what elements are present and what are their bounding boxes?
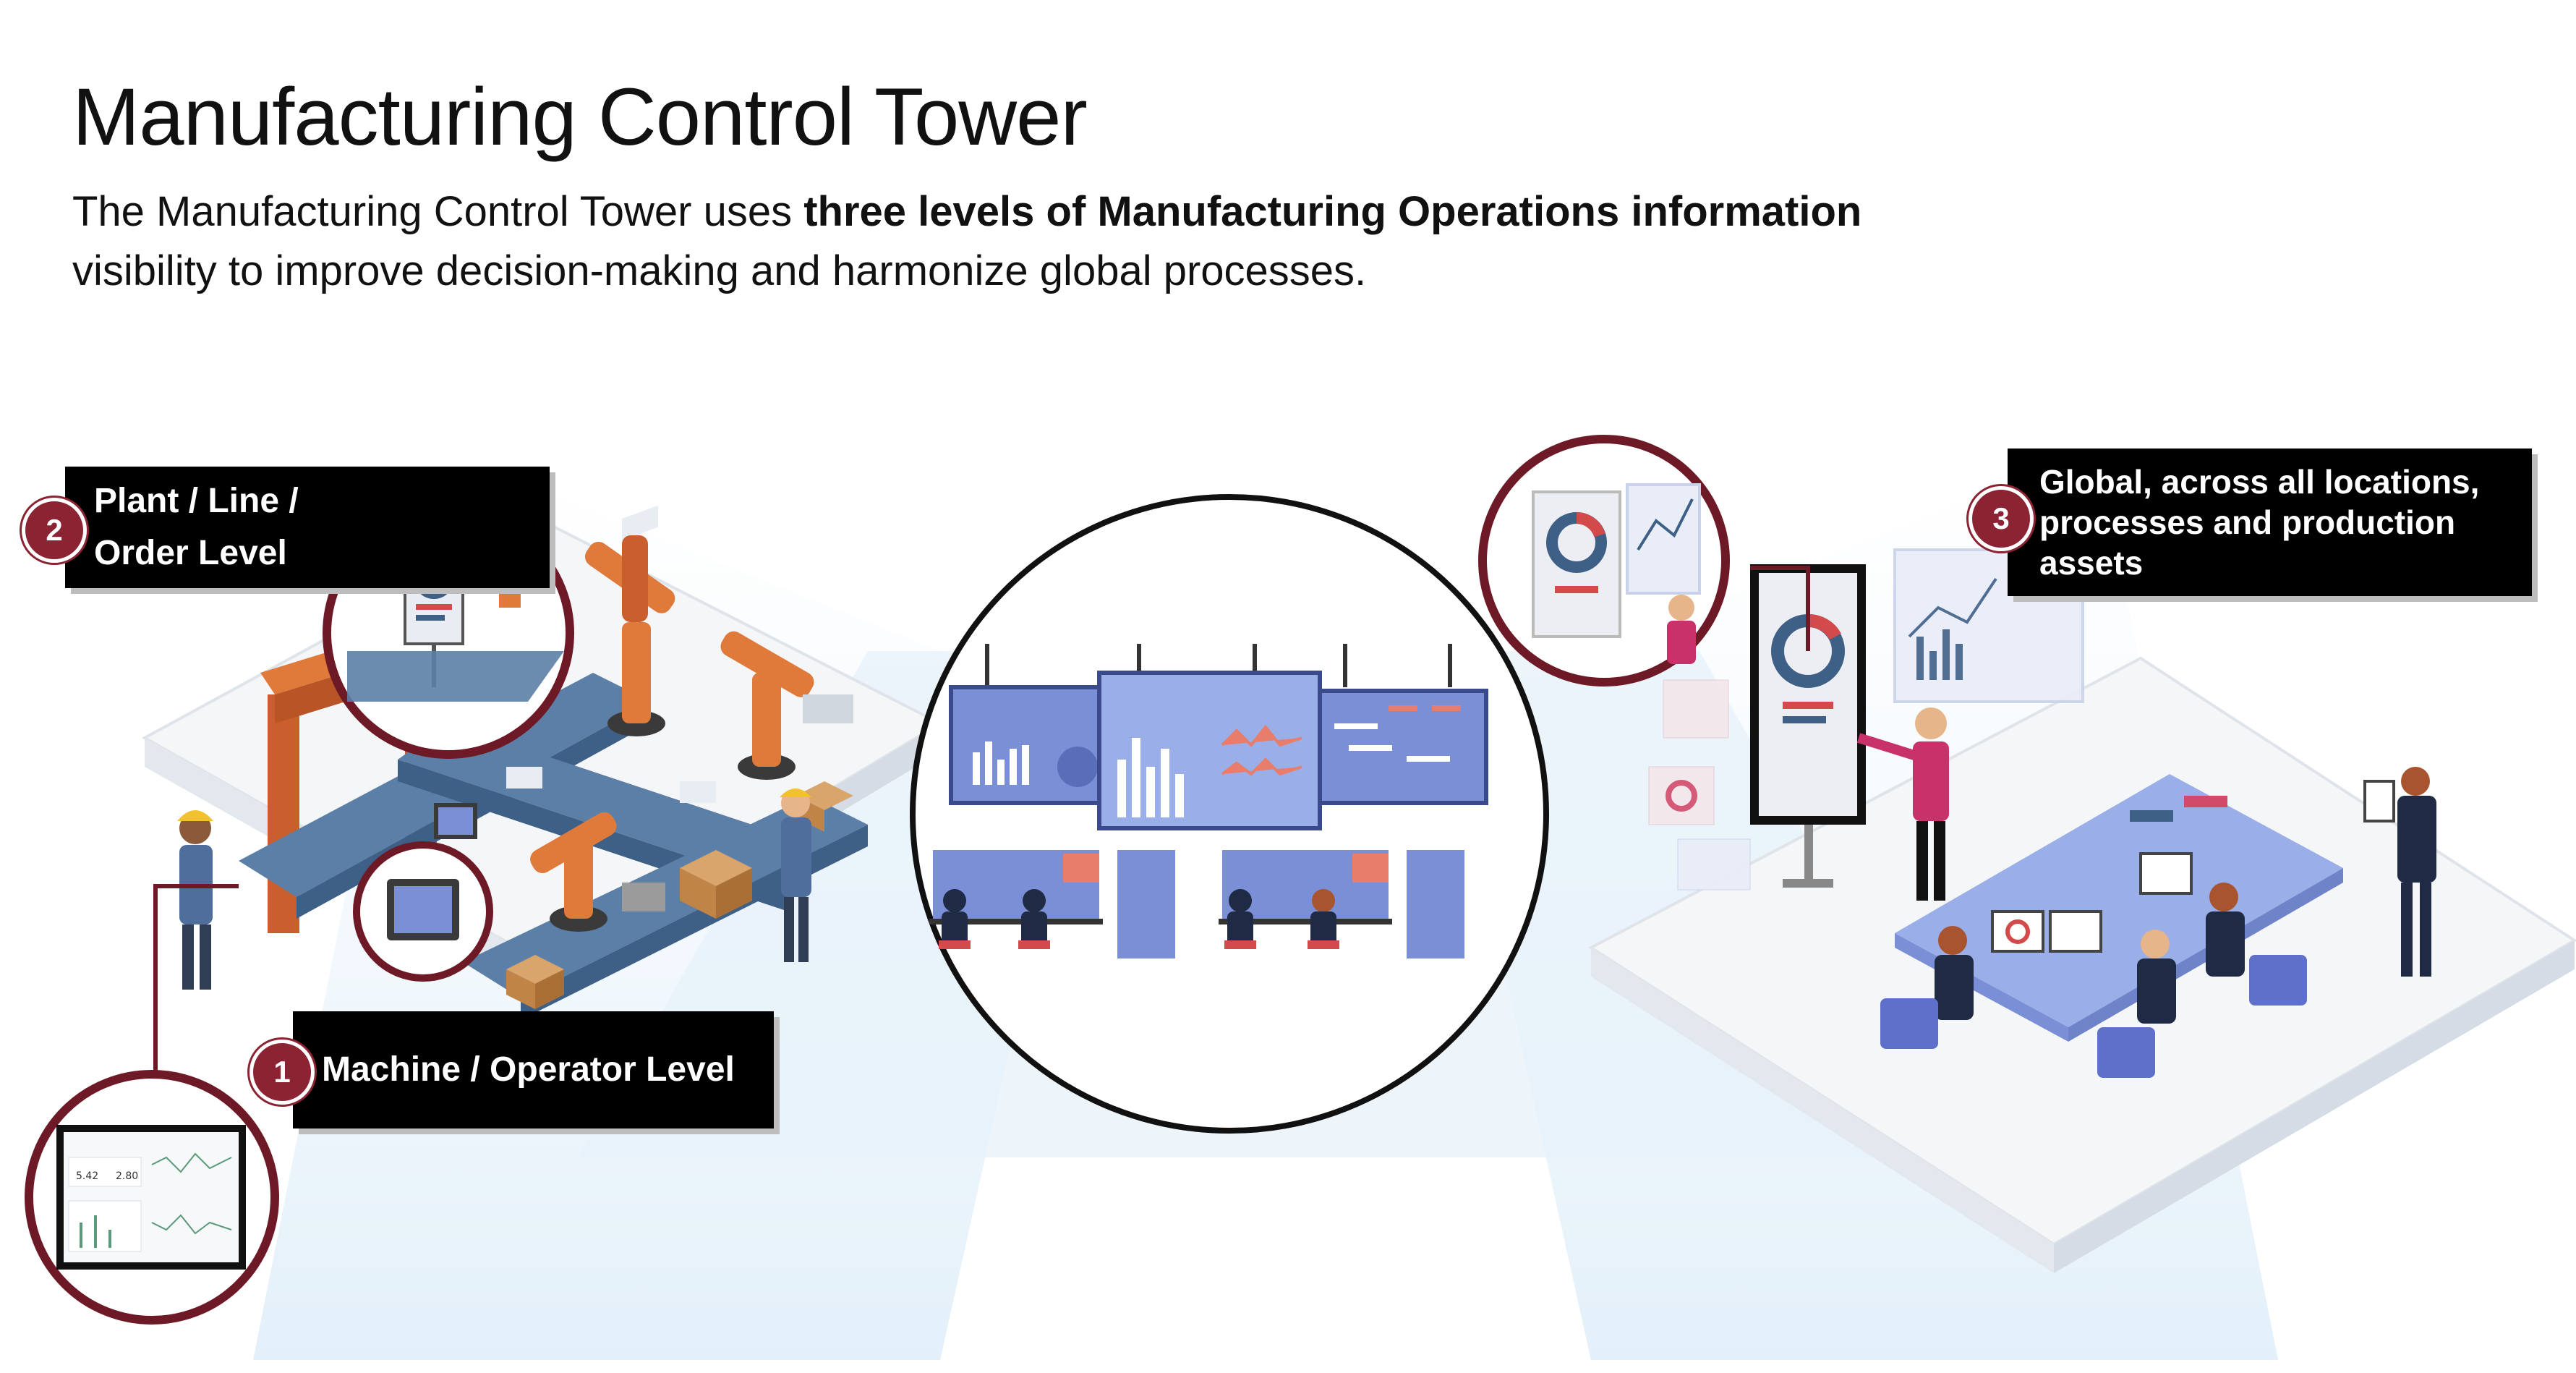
robot-arm-2 [720, 631, 853, 780]
level-3-label-line1: Global, across all locations, [2039, 463, 2480, 501]
page-title: Manufacturing Control Tower [72, 72, 1088, 162]
operator-chairs [939, 940, 1339, 949]
operator-left [177, 810, 213, 990]
zoom-circle-hmi [353, 841, 493, 982]
floating-data-panels [1648, 548, 2084, 890]
operator-right [780, 788, 811, 962]
control-room-circle [910, 494, 1549, 1134]
page-subtitle: The Manufacturing Control Tower uses thr… [72, 188, 1862, 294]
level-3-label-line3: assets [2039, 544, 2144, 582]
hmi-panel [434, 803, 477, 839]
level-3-label: Global, across all locations, processes … [2008, 449, 2532, 596]
meeting-room-scene [1588, 548, 2576, 1273]
presenter [1856, 707, 1949, 901]
leader-line-1 [153, 884, 239, 1085]
dashboard-value-2: 2.80 [116, 1170, 138, 1182]
level-2-badge: 2 [22, 498, 87, 563]
meeting-chairs [1880, 955, 2307, 1078]
zoom-circle-machine-dashboard: 5.42 2.80 [25, 1070, 279, 1325]
level-2-label-line2: Order Level [94, 534, 287, 572]
level-2-label-line1: Plant / Line / [94, 482, 299, 520]
meeting-attendees [1935, 767, 2436, 1024]
level-3-label-line2: processes and production [2039, 503, 2456, 541]
level-1-label-text: Machine / Operator Level [322, 1050, 735, 1089]
level-1-badge: 1 [250, 1040, 315, 1105]
leader-line-3 [1750, 566, 1810, 651]
robot-arm-3 [530, 812, 665, 932]
level-2-label: Plant / Line / Order Level [65, 467, 550, 588]
control-operators [942, 889, 1336, 948]
robot-arm-1 [584, 535, 675, 736]
zoom-circle-global [1478, 435, 1730, 686]
level-3-badge: 3 [1969, 486, 2034, 551]
dashboard-value-1: 5.42 [76, 1170, 98, 1182]
level-1-label: Machine / Operator Level [293, 1011, 774, 1128]
